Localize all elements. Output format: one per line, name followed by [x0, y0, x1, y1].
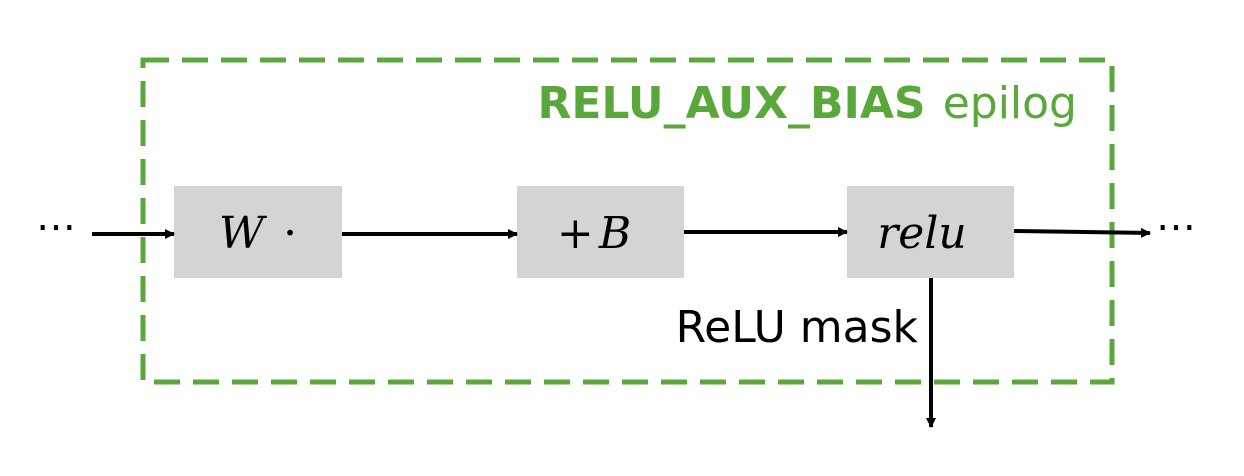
relu-label: relu	[877, 208, 966, 259]
epilog-title: RELU_AUX_BIAS epilog	[537, 78, 1077, 129]
bias-symbol: B	[598, 208, 631, 259]
weight-label: W ·	[219, 208, 297, 259]
bias-label: + B	[557, 208, 631, 259]
relu-block	[847, 186, 1014, 278]
dot-operator: ·	[283, 208, 297, 259]
bias-block	[517, 186, 684, 278]
output-ellipsis: ⋯	[1156, 204, 1196, 250]
mask-label: ReLU mask	[676, 302, 919, 353]
epilog-boundary	[140, 57, 1115, 385]
epilog-title-bold: RELU_AUX_BIAS	[537, 78, 925, 129]
input-ellipsis: ⋯	[36, 204, 76, 250]
output-arrow	[1013, 227, 1151, 238]
weight-block	[174, 186, 342, 278]
weight-symbol: W	[219, 208, 268, 259]
epilog-title-suffix: epilog	[943, 78, 1077, 129]
plus-operator: +	[557, 208, 594, 259]
